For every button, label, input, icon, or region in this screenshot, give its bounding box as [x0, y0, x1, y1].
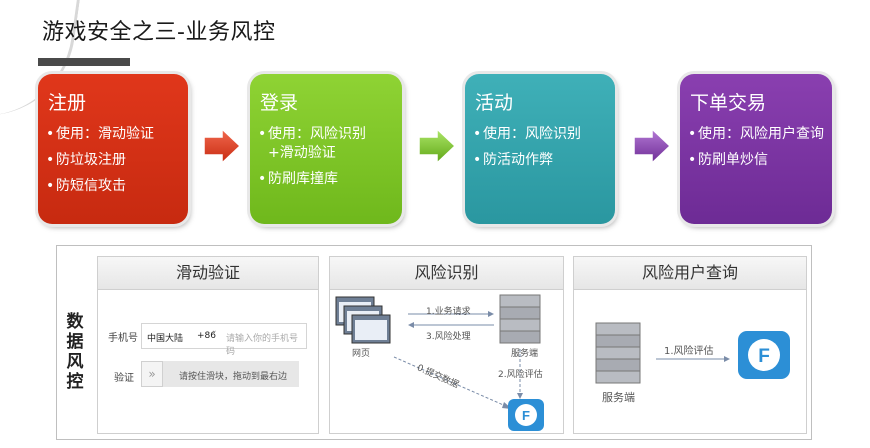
svg-text:F: F: [758, 346, 770, 367]
arrow-right-icon: [633, 128, 671, 164]
server-icon: [595, 322, 641, 384]
browser-windows-icon: [335, 296, 391, 344]
phone-label: 手机号: [108, 333, 138, 344]
step-risk-assess: 2.风险评估: [498, 370, 543, 380]
svg-text:F: F: [522, 408, 530, 423]
country-code: +86: [197, 331, 216, 341]
server-label: 服务端: [511, 349, 539, 359]
slide-captcha[interactable]: » 请按住滑块，拖动到最右边: [141, 361, 299, 387]
title-underline: [38, 58, 130, 66]
arrow-right-icon: [203, 128, 241, 164]
stage-item: 使用：风险用户查询: [688, 125, 824, 144]
risk-identify-panel: 风险识别 F 网页 服务端 1.业务请求 3.风险处: [329, 256, 564, 434]
arrow-right-icon: [418, 128, 456, 164]
web-label: 网页: [352, 349, 371, 359]
verify-label: 验证: [114, 373, 134, 384]
server-label: 服务端: [602, 391, 635, 404]
panel-header: 滑动验证: [98, 257, 318, 290]
slider-hint: 请按住滑块，拖动到最右边: [179, 372, 288, 382]
data-risk-label: 数据风控: [66, 312, 84, 392]
risk-shield-logo-icon: F: [738, 331, 790, 379]
risk-user-query-panel: 风险用户查询 F 服务端 1.风险评估: [573, 256, 807, 434]
page-title: 游戏安全之三-业务风控: [42, 20, 276, 45]
stage-item: 使用：滑动验证: [46, 125, 180, 144]
stage-item: 防活动作弊: [473, 151, 607, 170]
stage-item: 使用：风险识别 +滑动验证: [258, 125, 394, 163]
step-risk-assess: 1.风险评估: [664, 346, 714, 357]
risk-query-diagram: F: [595, 322, 790, 384]
phone-placeholder: 请输入你的手机号码: [226, 334, 299, 357]
stage-activity-card: 活动 使用：风险识别 防活动作弊: [465, 74, 615, 224]
step-business-request: 1.业务请求: [426, 307, 471, 317]
stage-item: 防短信攻击: [46, 177, 180, 196]
panel-header: 风险识别: [330, 257, 563, 290]
slider-handle[interactable]: »: [141, 361, 163, 387]
risk-identify-diagram: F: [335, 294, 544, 431]
stage-order-card: 下单交易 使用：风险用户查询 防刷单炒信: [680, 74, 832, 224]
server-icon: [499, 294, 541, 344]
stage-title: 活动: [475, 92, 514, 114]
slide-verify-panel: 滑动验证 手机号 中国大陆 +86 ˅ 请输入你的手机号码 验证 » 请按住滑块…: [97, 256, 319, 434]
stage-item: 防刷单炒信: [688, 151, 824, 170]
stage-title: 登录: [260, 92, 299, 114]
step-risk-handle: 3.风险处理: [426, 332, 471, 342]
phone-input[interactable]: 中国大陆 +86 ˅ 请输入你的手机号码: [141, 323, 307, 357]
stage-item: 防垃圾注册: [46, 151, 180, 170]
stage-item: 防刷库撞库: [258, 170, 394, 189]
chevron-down-icon: ˅: [212, 331, 217, 341]
stage-login-card: 登录 使用：风险识别 +滑动验证 防刷库撞库: [250, 74, 402, 224]
panel-header: 风险用户查询: [574, 257, 806, 290]
stage-title: 下单交易: [690, 92, 767, 114]
stage-title: 注册: [48, 92, 87, 114]
region-select[interactable]: 中国大陆: [147, 334, 184, 344]
stage-register-card: 注册 使用：滑动验证 防垃圾注册 防短信攻击: [38, 74, 188, 224]
stage-item: 使用：风险识别: [473, 125, 607, 144]
risk-shield-logo-icon: F: [508, 399, 544, 431]
